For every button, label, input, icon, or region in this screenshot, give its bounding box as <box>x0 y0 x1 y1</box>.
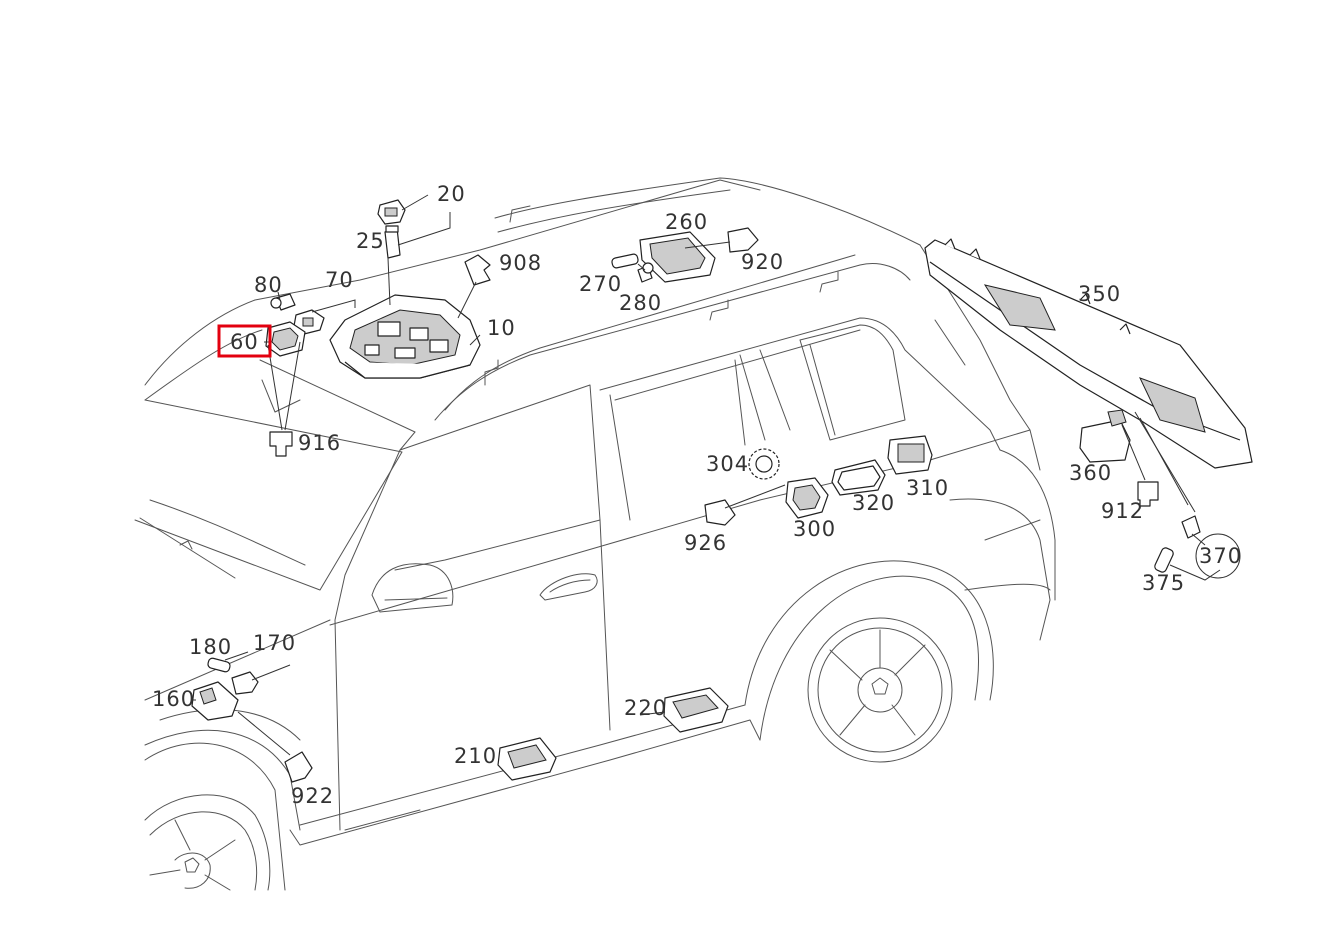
callout-280[interactable]: 280 <box>619 291 662 315</box>
callout-260[interactable]: 260 <box>665 210 708 234</box>
callout-370[interactable]: 370 <box>1199 544 1242 568</box>
part-304-ring <box>748 448 780 480</box>
callout-270[interactable]: 270 <box>579 272 622 296</box>
callout-920[interactable]: 920 <box>741 250 784 274</box>
callout-375[interactable]: 375 <box>1142 571 1185 595</box>
part-926-connector <box>704 499 736 526</box>
callout-310[interactable]: 310 <box>906 476 949 500</box>
callout-10[interactable]: 10 <box>487 316 516 340</box>
part-160-lamp <box>191 681 239 721</box>
part-280-bulb <box>637 262 654 283</box>
callout-80[interactable]: 80 <box>254 273 283 297</box>
part-320-lens <box>831 459 886 496</box>
callout-916[interactable]: 916 <box>298 431 341 455</box>
part-300-lamp <box>785 477 829 519</box>
callout-370-circle <box>1195 533 1241 579</box>
part-310-switch <box>887 435 933 475</box>
part-210-module <box>497 737 557 781</box>
callout-25[interactable]: 25 <box>356 229 385 253</box>
part-916-connector <box>269 431 293 457</box>
part-25-bulb <box>384 225 401 259</box>
part-270-bulb <box>611 253 639 269</box>
callout-160[interactable]: 160 <box>152 687 195 711</box>
callout-922[interactable]: 922 <box>291 784 334 808</box>
part-922-connector <box>284 751 313 783</box>
callout-908[interactable]: 908 <box>499 251 542 275</box>
part-360-lamp <box>1079 409 1131 463</box>
part-60-reading-lamp <box>265 321 306 357</box>
callout-170[interactable]: 170 <box>253 631 296 655</box>
callout-labels: 20 25 80 70 60 908 10 916 260 920 270 28… <box>152 182 1242 808</box>
part-20 <box>377 199 406 225</box>
part-908-connector <box>464 254 491 286</box>
part-375-bulb <box>1154 547 1174 573</box>
parts <box>191 199 1253 783</box>
part-180-bulb <box>207 657 231 673</box>
callout-20[interactable]: 20 <box>437 182 466 206</box>
part-370-bulb <box>1181 515 1201 539</box>
part-350-rear-light-strip <box>924 238 1253 469</box>
part-912-connector <box>1137 481 1159 507</box>
part-170-lamp <box>231 671 259 695</box>
part-80-bulb <box>270 293 296 311</box>
callout-304[interactable]: 304 <box>706 452 749 476</box>
callout-300[interactable]: 300 <box>793 517 836 541</box>
callout-350[interactable]: 350 <box>1078 282 1121 306</box>
leader-lines <box>192 194 1221 756</box>
part-10-overhead-console <box>329 294 481 379</box>
callout-180[interactable]: 180 <box>189 635 232 659</box>
part-220-module <box>663 687 729 733</box>
callout-912[interactable]: 912 <box>1101 499 1144 523</box>
callout-360[interactable]: 360 <box>1069 461 1112 485</box>
part-920-connector <box>727 227 759 253</box>
callout-220[interactable]: 220 <box>624 696 667 720</box>
callout-70[interactable]: 70 <box>325 268 354 292</box>
vehicle-outline <box>134 177 1056 891</box>
callout-320[interactable]: 320 <box>852 491 895 515</box>
callout-60[interactable]: 60 <box>230 330 259 354</box>
callout-210[interactable]: 210 <box>454 744 497 768</box>
highlight-box <box>217 324 272 358</box>
callout-926[interactable]: 926 <box>684 531 727 555</box>
